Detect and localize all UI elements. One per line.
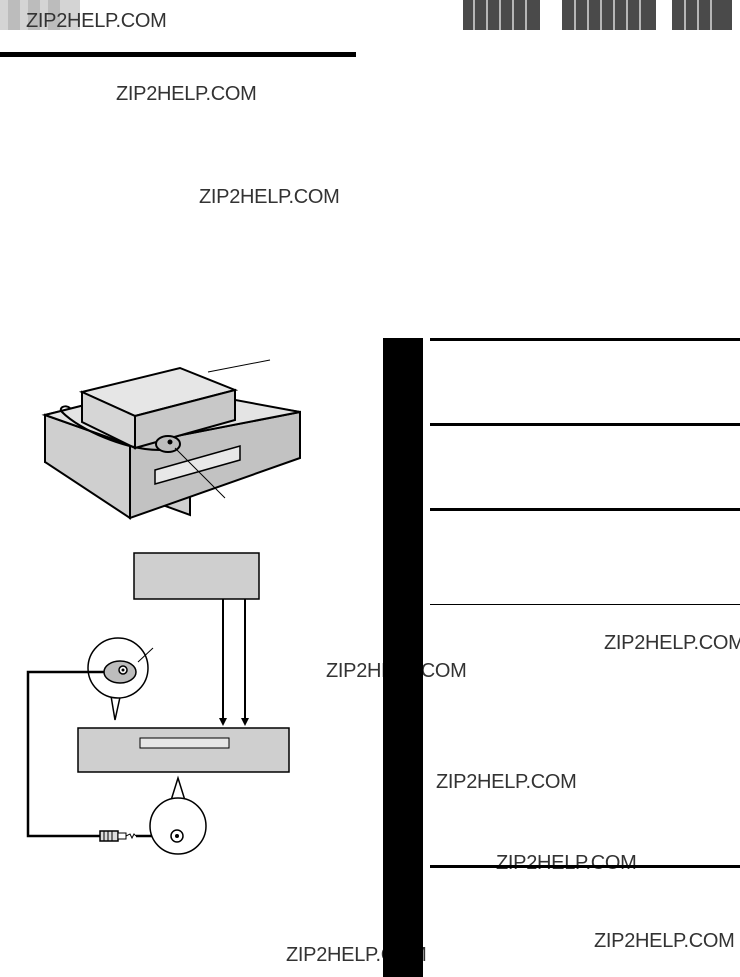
section-rule-thin [430, 604, 740, 605]
watermark: ZIP2HELP.COM [594, 930, 735, 952]
section-rule [430, 423, 740, 426]
watermark: ZIP2HELP.COM [116, 83, 257, 105]
watermark: ZIP2HELP.COM [199, 186, 340, 208]
watermark: ZIP2HELP.COM [604, 632, 740, 654]
connection-diagram [26, 552, 290, 855]
watermark: ZIP2HELP.COM [436, 771, 577, 793]
watermark: ZIP2HELP.COM [26, 10, 167, 32]
watermark: ZIP2HELP.COM [496, 852, 637, 874]
section-rule [430, 338, 740, 341]
section-sidebar-bar [383, 338, 423, 977]
section-rule [430, 865, 740, 868]
device-placement-illustration [41, 359, 301, 520]
section-rule [430, 508, 740, 511]
header-bars-decoration [463, 0, 732, 30]
header-rule [0, 52, 356, 57]
